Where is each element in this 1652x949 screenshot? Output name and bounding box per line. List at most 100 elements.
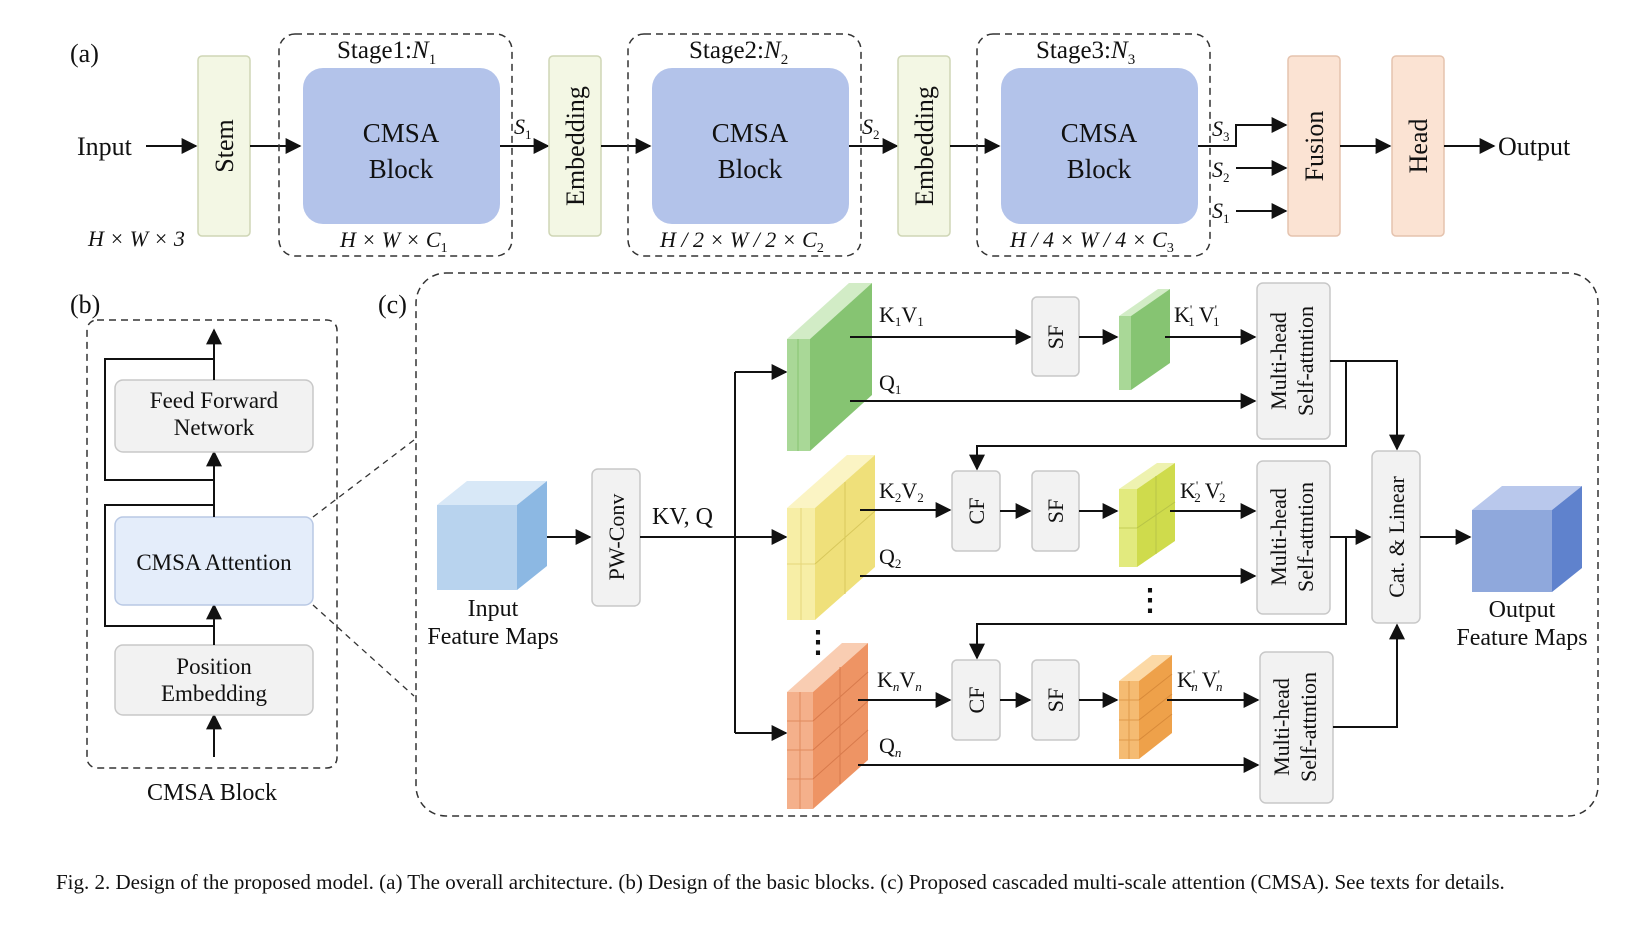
k-prime: ' [1190, 302, 1192, 317]
stage1-dim-sub: 1 [441, 241, 448, 256]
q-letter: Q [879, 733, 895, 758]
stage3-n-sub: 3 [1128, 52, 1136, 68]
mhsan-line2: Self-attntion [1296, 672, 1321, 782]
kv2-label: K2V2 [879, 478, 924, 505]
stage1-frame [278, 33, 513, 257]
vdots-left: ⋮ [803, 626, 833, 659]
stage3-dim-main: H / 4 × W / 4 × C [1009, 227, 1167, 252]
sf-label-2: SF [1043, 499, 1068, 523]
v-letter: V [1202, 667, 1218, 692]
q2-label: Q2 [879, 544, 901, 571]
k-letter: K [877, 667, 893, 692]
input-fm-line2: Feature Maps [427, 624, 558, 650]
s-letter: S [862, 114, 873, 139]
stage3-block-line2: Block [1067, 154, 1132, 184]
ffn-line1: Feed Forward [150, 388, 279, 413]
stage1-name: Stage1: [337, 37, 412, 64]
input-dim: H × W × 3 [87, 226, 185, 251]
q1-label: Q1 [879, 370, 901, 397]
stage3-cmsa-block [1001, 68, 1198, 224]
stage2-frame [627, 33, 862, 257]
v-letter: V [1199, 302, 1215, 327]
stage3-n: N [1110, 37, 1129, 64]
s-sub: 2 [1223, 170, 1230, 185]
arrow-mhsan-cat [1333, 623, 1405, 728]
cascade-arrow-2 [969, 537, 1347, 660]
output-label: Output [1498, 132, 1571, 161]
figure-caption: Fig. 2. Design of the proposed model. (a… [56, 870, 1505, 894]
v-letter: V [901, 478, 917, 503]
fusion-label: Fusion [1300, 111, 1329, 182]
k-letter: K [879, 478, 895, 503]
stage1-cmsa-block [303, 68, 500, 224]
panel-a-label: (a) [70, 39, 99, 68]
s-sub: 2 [873, 127, 880, 142]
cf-label-2: CF [964, 498, 989, 525]
output-fm-line1: Output [1489, 597, 1556, 623]
arrow-s3-fusion [1198, 117, 1288, 147]
pos-line1: Position [176, 654, 252, 679]
k-prime: ' [1193, 667, 1195, 682]
s-sub: 1 [1223, 211, 1230, 226]
embedding1-label: Embedding [561, 86, 590, 206]
s-letter: S [1212, 116, 1223, 141]
s-letter: S [514, 114, 525, 139]
input-feature-cube [437, 481, 547, 590]
v-letter: V [1205, 478, 1221, 503]
residual-arrow-2 [104, 358, 214, 481]
k-sub: 2 [1194, 490, 1201, 505]
kv1-label: K1V1 [879, 302, 924, 329]
panel-c-label: (c) [378, 290, 407, 319]
stage3-title: Stage3:N3 [1036, 37, 1135, 68]
arrow-mhsa1-cat [1330, 360, 1405, 451]
stage1-dim: H × W × C1 [339, 227, 448, 256]
k-sub: 2 [895, 490, 902, 505]
v-sub: 1 [1213, 314, 1220, 329]
stage3-dim: H / 4 × W / 4 × C3 [1009, 227, 1174, 256]
v-prime: ' [1218, 667, 1220, 682]
mhsa1-line1: Multi-head [1266, 312, 1291, 410]
k-sub: 1 [1188, 314, 1195, 329]
v-letter: V [899, 667, 915, 692]
pos-line2: Embedding [161, 681, 268, 706]
s1-label-a: S1 [514, 114, 532, 142]
embedding2-label: Embedding [910, 86, 939, 206]
v-prime: ' [1215, 302, 1217, 317]
cmsa-block-frame [86, 319, 338, 769]
v-letter: V [901, 302, 917, 327]
k-prime: ' [1196, 478, 1198, 493]
cmsa-attention-label: CMSA Attention [136, 550, 292, 575]
mhsan-line1: Multi-head [1269, 678, 1294, 776]
residual-arrow-1 [104, 504, 214, 627]
q-sub: n [895, 745, 902, 760]
stage1-title: Stage1:N1 [337, 37, 436, 68]
stage2-block-line2: Block [718, 154, 783, 184]
pwconv-label: PW-Conv [604, 494, 629, 581]
green-small-tensor [1119, 289, 1170, 390]
v-sub: 2 [917, 490, 924, 505]
cf-label-n: CF [964, 687, 989, 714]
k-letter: K [1174, 302, 1190, 327]
orange-tensor [787, 643, 869, 809]
stage1-n-sub: 1 [429, 52, 437, 68]
q-sub: 1 [895, 382, 902, 397]
mhsa2-line2: Self-attntion [1293, 482, 1318, 592]
sf-label-1: SF [1043, 325, 1068, 349]
stage1-block-line2: Block [369, 154, 434, 184]
cmsa-frame [415, 272, 1599, 817]
panel-a: (a) Input H × W × 3 Stem Stage1:N1 CMSA … [70, 33, 1571, 257]
cmsa-block-caption: CMSA Block [147, 780, 277, 806]
stage1-n: N [411, 37, 430, 64]
v-sub: n [1216, 679, 1223, 694]
stage2-n: N [763, 37, 782, 64]
stage3-block-line1: CMSA [1061, 118, 1138, 148]
q-letter: Q [879, 544, 895, 569]
cat-linear-label: Cat. & Linear [1384, 476, 1409, 598]
head-label: Head [1404, 119, 1433, 174]
stem-label: Stem [210, 119, 239, 172]
stage2-dim-sub: 2 [817, 241, 824, 256]
zoom-line-bottom [312, 604, 415, 697]
stage2-title: Stage2:N2 [689, 37, 788, 68]
